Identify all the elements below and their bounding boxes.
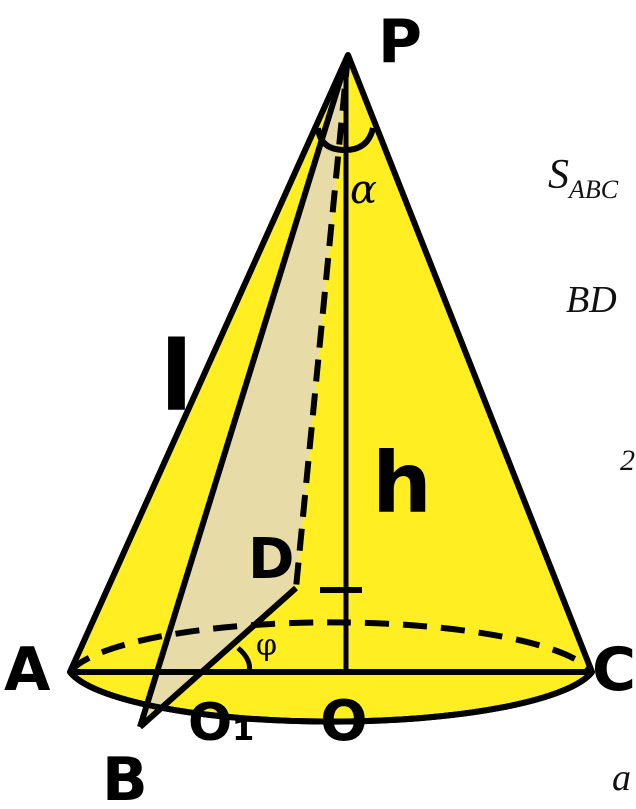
label-O: O	[320, 689, 368, 754]
side-text-BD: BD	[566, 279, 617, 321]
label-alpha: α	[350, 167, 377, 213]
label-P: P	[378, 7, 422, 77]
label-B: B	[102, 745, 148, 809]
chord-BD	[138, 585, 298, 730]
apex-angle-arc	[315, 127, 376, 154]
label-A: A	[4, 635, 51, 705]
base-front	[67, 670, 595, 725]
label-C: C	[592, 635, 636, 705]
side-text-2: 2	[620, 444, 635, 477]
edge-PD	[293, 54, 351, 589]
label-slant-l: l	[160, 321, 193, 433]
phi-angle-arc	[236, 646, 252, 673]
label-height-h: h	[372, 434, 432, 532]
edge-PB	[137, 54, 351, 728]
base-back-dashed	[67, 619, 595, 674]
side-text-a: a	[612, 757, 631, 799]
label-phi: φ	[256, 628, 277, 663]
label-O1: O₁	[188, 693, 255, 753]
label-D: D	[248, 527, 294, 592]
side-text-S: SABC	[548, 152, 619, 204]
